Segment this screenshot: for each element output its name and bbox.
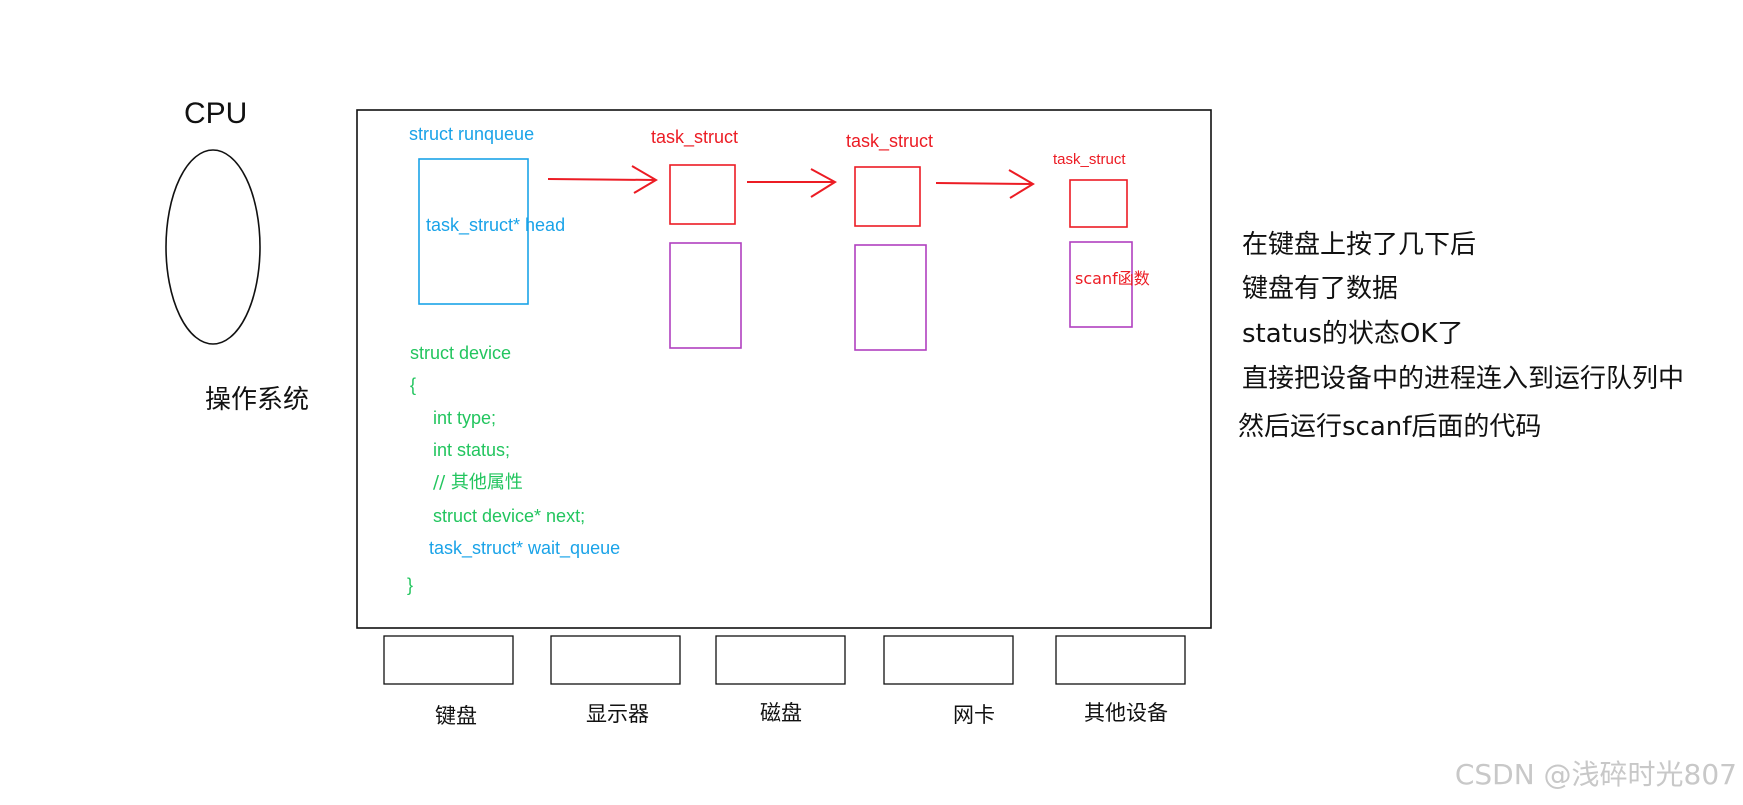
device-struct-line-5: // 其他属性	[433, 472, 523, 493]
device-box-other	[1055, 635, 1186, 685]
device-box-display	[550, 635, 681, 685]
device-label-disk: 磁盘	[760, 701, 802, 725]
device-struct-line-6: struct device* next;	[433, 506, 586, 526]
link-arrow-1	[547, 165, 658, 194]
task-body-box-1	[669, 242, 742, 349]
note-line-4: 直接把设备中的进程连入到运行队列中	[1242, 364, 1685, 394]
runqueue-head-label: task_struct* head	[426, 215, 566, 235]
link-arrow-2	[747, 168, 837, 198]
device-struct-line-2: {	[410, 375, 417, 395]
device-label-display: 显示器	[586, 702, 649, 726]
task-body-box-3	[1069, 241, 1133, 328]
device-struct-line-4: int status;	[433, 440, 511, 460]
device-label-nic: 网卡	[953, 703, 995, 727]
link-arrow-3	[935, 169, 1035, 199]
note-line-3: status的状态OK了	[1242, 319, 1464, 349]
note-line-5: 然后运行scanf后面的代码	[1238, 412, 1542, 442]
runqueue-box	[418, 158, 529, 305]
os-label: 操作系统	[205, 385, 310, 415]
note-line-1: 在键盘上按了几下后	[1242, 230, 1477, 260]
scanf-label: scanf函数	[1075, 269, 1150, 288]
device-label-keyboard: 键盘	[435, 704, 477, 728]
task-struct-box-3	[1069, 179, 1128, 228]
device-struct-line-8: }	[407, 575, 414, 595]
device-box-disk	[715, 635, 846, 685]
cpu-label: CPU	[184, 97, 248, 130]
device-box-keyboard	[383, 635, 514, 685]
task-struct-box-1	[669, 164, 736, 225]
task-body-box-2	[854, 244, 927, 351]
watermark: CSDN @浅碎时光807	[1454, 758, 1737, 791]
device-label-other: 其他设备	[1084, 701, 1168, 725]
task-struct-box-2	[854, 166, 921, 227]
os-frame	[356, 109, 1212, 629]
cpu-ellipse	[165, 149, 261, 345]
task-struct-label-1: task_struct	[651, 127, 739, 147]
runqueue-title: struct runqueue	[409, 124, 535, 144]
device-struct-line-7: task_struct* wait_queue	[429, 538, 621, 558]
device-struct-line-3: int type;	[433, 408, 497, 428]
note-line-2: 键盘有了数据	[1242, 274, 1399, 304]
task-struct-label-2: task_struct	[846, 131, 934, 151]
task-struct-label-3: task_struct	[1053, 151, 1126, 168]
device-box-nic	[883, 635, 1014, 685]
device-struct-line-1: struct device	[410, 343, 512, 363]
